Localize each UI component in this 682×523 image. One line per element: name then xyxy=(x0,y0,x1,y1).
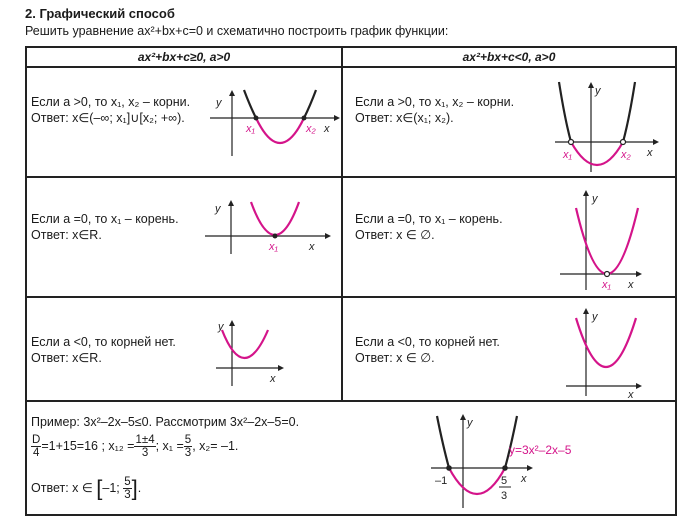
svg-text:x₁: x₁ xyxy=(268,241,279,253)
graph-row3-left: y x xyxy=(216,320,284,386)
example-root-left: –1 xyxy=(435,475,447,487)
svg-text:y: y xyxy=(594,85,602,97)
svg-text:y: y xyxy=(217,321,225,333)
graph-row2-left: y x x₁ xyxy=(205,200,331,254)
solution-table: ax²+bx+c≥0, a>0 ax²+bx+c<0, a>0 Если a >… xyxy=(25,46,677,516)
column-divider xyxy=(341,48,343,400)
svg-text:x₂: x₂ xyxy=(620,149,632,161)
graph-example: y x –1 5 3 y=3x²–2x–5 xyxy=(431,414,572,508)
task-statement: Решить уравнение ax²+bx+c=0 и схематично… xyxy=(25,24,449,38)
graph-row2-right: y x x₁ xyxy=(560,190,642,291)
row2-left-text: Если a =0, то x₁ – корень. Ответ: x∈R. xyxy=(31,212,179,242)
header-right: ax²+bx+c<0, a>0 xyxy=(462,50,556,64)
svg-text:y: y xyxy=(591,193,599,205)
axis-x-label: x xyxy=(323,123,330,135)
graph-row1-left: y x x₁ x₂ xyxy=(210,89,340,156)
graph-row3-right: y x xyxy=(566,308,642,401)
svg-text:x₁: x₁ xyxy=(562,149,573,161)
section-title: 2. Графический способ xyxy=(25,6,175,21)
example-statement: Пример: 3x²–2x–5≤0. Рассмотрим 3x²–2x–5=… xyxy=(31,415,300,429)
svg-text:x₁: x₁ xyxy=(601,279,612,291)
axis-y-label: y xyxy=(215,97,223,109)
row-divider-header xyxy=(27,66,675,68)
root-x1-label: x₁ xyxy=(245,123,256,135)
svg-text:x: x xyxy=(627,389,634,401)
example-root-right-num: 5 xyxy=(501,475,507,487)
svg-text:y: y xyxy=(466,417,474,429)
svg-text:x: x xyxy=(308,241,315,253)
svg-text:x: x xyxy=(520,473,527,485)
svg-text:x: x xyxy=(627,279,634,291)
graph-row1-right: y x x₁ x₂ xyxy=(555,81,659,172)
svg-text:x: x xyxy=(646,147,653,159)
row3-left-text: Если a <0, то корней нет. Ответ: x∈R. xyxy=(31,335,176,365)
row3-right-text: Если a <0, то корней нет. Ответ: x ∈ ∅. xyxy=(355,335,500,365)
row2-right-text: Если a =0, то x₁ – корень. Ответ: x ∈ ∅. xyxy=(355,212,503,242)
example-function-label: y=3x²–2x–5 xyxy=(509,443,572,457)
svg-text:y: y xyxy=(214,203,222,215)
row-divider-1 xyxy=(27,176,675,178)
root-x2-label: x₂ xyxy=(305,123,317,135)
row-divider-3 xyxy=(27,400,675,402)
svg-text:x: x xyxy=(269,373,276,385)
row-divider-2 xyxy=(27,296,675,298)
row1-right-text: Если a >0, то x₁, x₂ – корни. Ответ: x∈(… xyxy=(355,95,515,125)
header-left: ax²+bx+c≥0, a>0 xyxy=(137,50,231,64)
example-root-right-den: 3 xyxy=(501,490,507,502)
row1-left-text: Если a >0, то x₁, x₂ – корни. Ответ: x∈(… xyxy=(31,95,191,125)
svg-text:y: y xyxy=(591,311,599,323)
